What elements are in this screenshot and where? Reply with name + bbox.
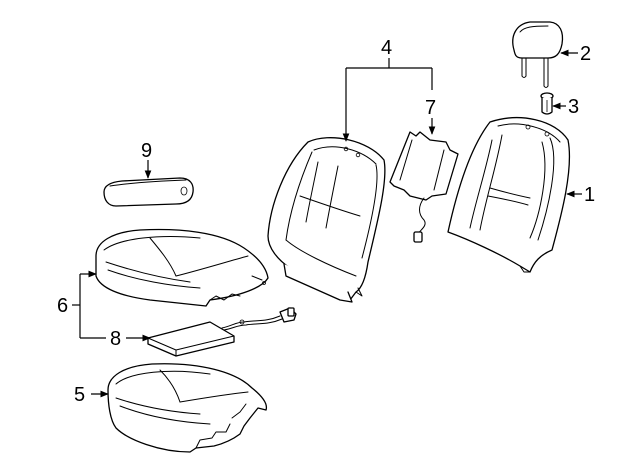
callout-3: 3 bbox=[568, 96, 579, 118]
leader-lines bbox=[72, 49, 582, 398]
occupant-sensor bbox=[389, 131, 459, 243]
callout-4: 4 bbox=[381, 37, 392, 59]
callout-labels: 1 2 3 4 7 9 6 8 5 bbox=[57, 37, 595, 406]
seatback-pad bbox=[267, 137, 386, 303]
seat-sensor-mat bbox=[147, 307, 297, 357]
callout-8: 8 bbox=[110, 328, 121, 350]
callout-7: 7 bbox=[425, 97, 436, 119]
armrest-pad bbox=[103, 177, 194, 207]
headrest-guide bbox=[540, 92, 554, 115]
callout-5: 5 bbox=[74, 384, 85, 406]
cushion-pad bbox=[107, 363, 268, 453]
headrest bbox=[512, 21, 564, 88]
seat-cushion bbox=[95, 228, 269, 307]
seatback-cover bbox=[447, 117, 571, 273]
callout-1: 1 bbox=[584, 184, 595, 206]
callout-2: 2 bbox=[580, 43, 591, 65]
callout-6: 6 bbox=[57, 295, 68, 317]
callout-9: 9 bbox=[141, 140, 152, 162]
